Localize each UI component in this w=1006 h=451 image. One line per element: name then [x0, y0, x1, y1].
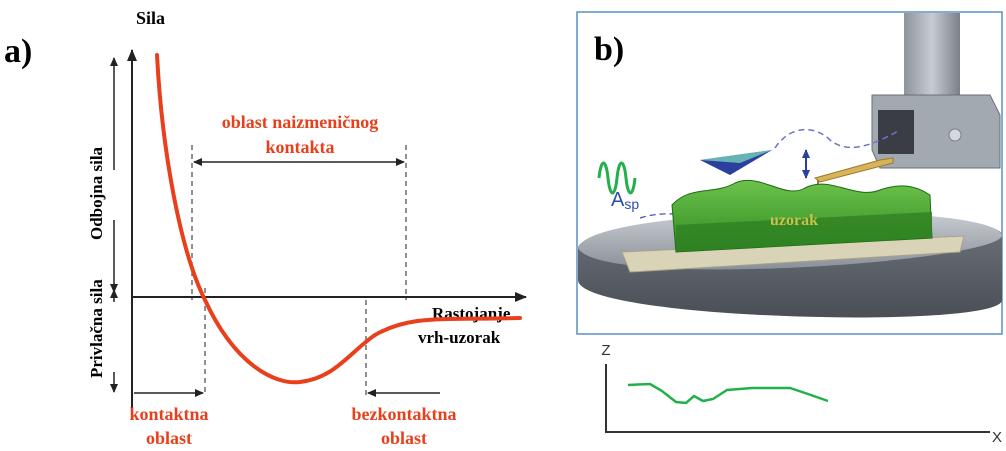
panel-b: b) uzorak Asp Z X — [576, 11, 1003, 446]
oscillation-trace — [774, 128, 901, 149]
force-axis-title: Sila — [136, 8, 165, 28]
scanner-pillar — [904, 13, 960, 95]
sample-label: uzorak — [770, 212, 818, 229]
noncontact-region-label-line1: bezkontaktna — [351, 404, 456, 424]
distance-axis-label-line2: vrh-uzorak — [418, 328, 501, 347]
intermittent-region-label-line2: kontakta — [265, 137, 334, 157]
contact-region-label-line2: oblast — [146, 428, 192, 448]
force-distance-curve — [155, 53, 522, 385]
noncontact-region-label-line2: oblast — [381, 428, 427, 448]
intermittent-region-label-line1: oblast naizmeničnog — [222, 112, 379, 132]
laser-beam-reflection — [700, 150, 772, 163]
profile-z-label: Z — [601, 342, 610, 359]
profile-x-label: X — [992, 429, 1002, 446]
panel-a-label: a) — [4, 33, 32, 70]
panel-b-label: b) — [594, 31, 624, 68]
oscillation-wave-icon — [597, 161, 637, 195]
cantilever — [813, 157, 894, 183]
repulsive-force-label: Odbojna sila — [87, 146, 106, 240]
surface-profile-line — [627, 382, 829, 405]
contact-region-label-line1: kontaktna — [129, 404, 208, 424]
sample-front-face — [676, 212, 932, 252]
amplitude-label: Asp — [611, 189, 639, 212]
attractive-force-label: Privlačna sila — [87, 279, 106, 378]
panel-a: a) Sila Rastojanje vrh-uzorak Odbojna si… — [4, 8, 527, 448]
holder-screw — [948, 128, 962, 142]
